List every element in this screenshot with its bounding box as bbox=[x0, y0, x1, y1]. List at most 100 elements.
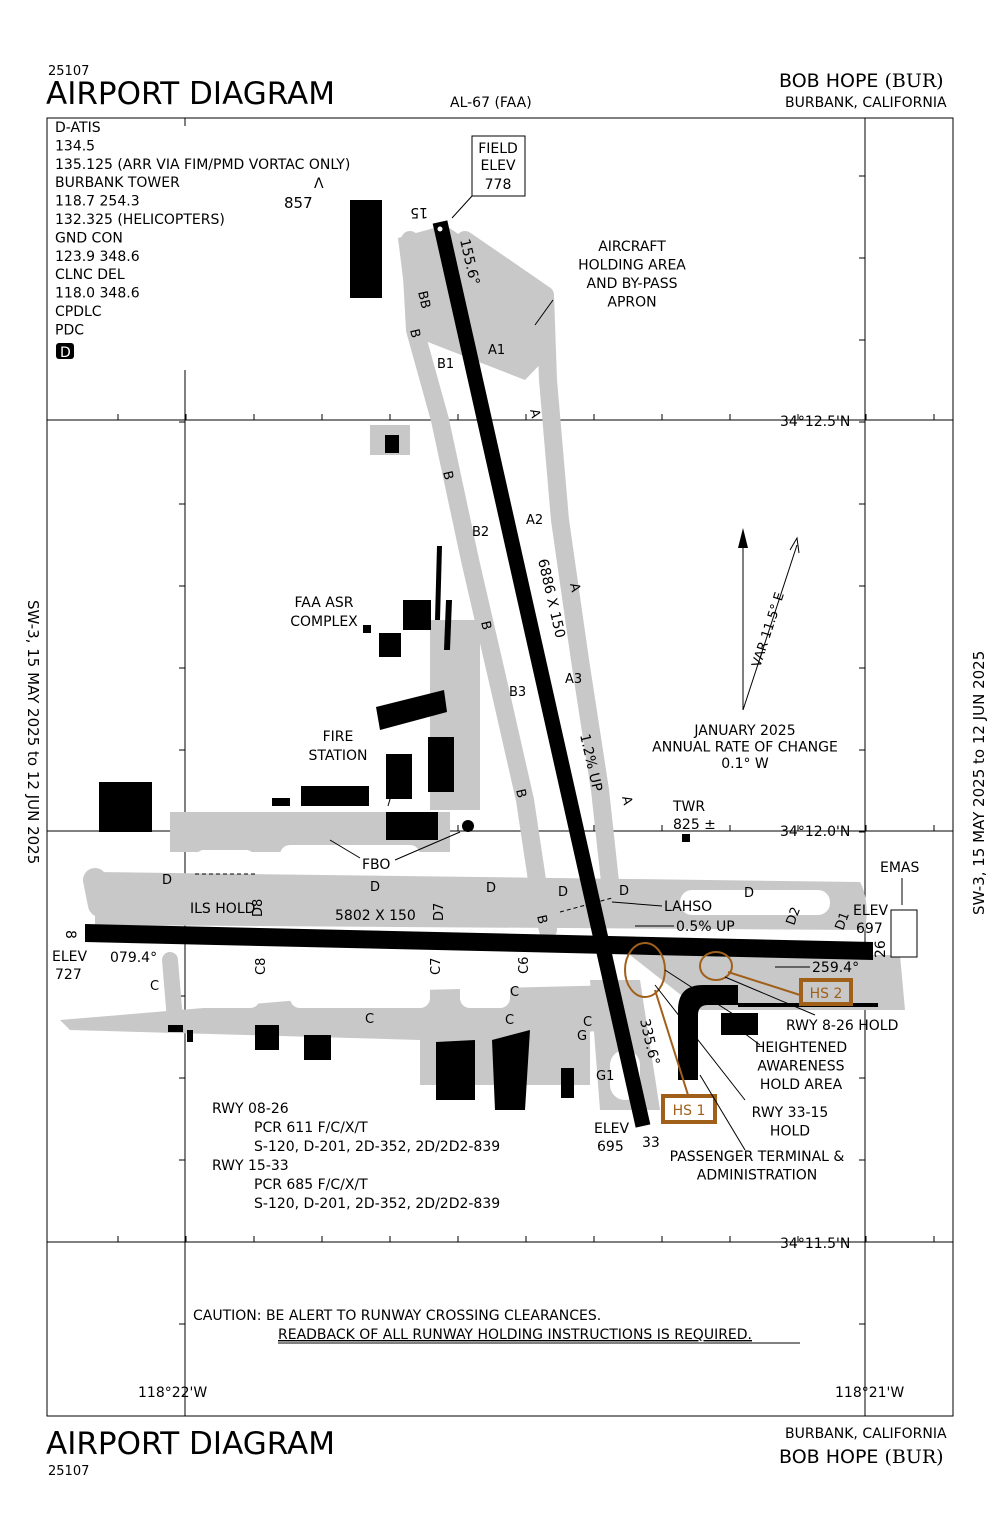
taxiway-label: D bbox=[619, 884, 629, 899]
hs2-box bbox=[799, 978, 853, 1006]
city-top: BURBANK, CALIFORNIA bbox=[785, 95, 947, 111]
caution-line-1: CAUTION: BE ALERT TO RUNWAY CROSSING CLE… bbox=[193, 1308, 601, 1324]
comms-line: PDC bbox=[55, 322, 84, 338]
hs2-label: HS 2 bbox=[810, 986, 843, 1002]
building bbox=[428, 737, 454, 792]
emas-box bbox=[890, 909, 918, 958]
heading-079: 079.4° bbox=[110, 950, 157, 966]
taxiway-label: D2 bbox=[784, 905, 804, 927]
airport-name-top: BOB HOPE (BUR) bbox=[779, 70, 944, 92]
lat-label: 34°11.5'N bbox=[780, 1236, 850, 1252]
obstacle-icon: Λ bbox=[314, 176, 324, 192]
taxiway-label: A bbox=[526, 408, 543, 420]
building bbox=[379, 633, 401, 657]
holding-area-label: APRON bbox=[607, 295, 656, 311]
taxiway-label: D7 bbox=[432, 903, 447, 921]
taxiway-label: G1 bbox=[596, 1069, 614, 1084]
pavement-line: PCR 685 F/C/X/T bbox=[254, 1177, 368, 1193]
taxiway-label: D bbox=[486, 881, 496, 896]
pavement-line: PCR 611 F/C/X/T bbox=[254, 1120, 368, 1136]
taxiway-label: B bbox=[533, 914, 550, 926]
taxiway-label: C bbox=[510, 985, 519, 1000]
fire-station-label: FIRE bbox=[323, 729, 354, 745]
taxiway-label: B1 bbox=[437, 357, 454, 372]
taxiway-label: C bbox=[583, 1015, 592, 1030]
hot-spots: HS 1 HS 2 bbox=[624, 942, 853, 1124]
ils-hold-label: ILS HOLD bbox=[190, 901, 255, 917]
pavement-line: RWY 08-26 bbox=[212, 1101, 289, 1117]
building bbox=[187, 1030, 193, 1042]
building bbox=[561, 1068, 574, 1098]
terminal-label: PASSENGER TERMINAL & bbox=[670, 1149, 845, 1165]
building bbox=[386, 812, 438, 840]
holding-area-label: AND BY-PASS bbox=[587, 276, 678, 292]
building bbox=[301, 786, 369, 806]
elev-label: ELEV bbox=[853, 903, 888, 919]
lon-label: 118°22'W bbox=[138, 1385, 207, 1401]
mag-var-note-line: ANNUAL RATE OF CHANGE bbox=[652, 740, 838, 756]
slope-8-26: 0.5% UP bbox=[676, 919, 735, 935]
field-elev-label: ELEV bbox=[480, 158, 515, 174]
elev-label: ELEV bbox=[594, 1121, 629, 1137]
mag-var-note-line: JANUARY 2025 bbox=[693, 723, 795, 739]
building bbox=[350, 200, 382, 298]
north-arrowhead bbox=[738, 528, 748, 548]
building bbox=[363, 625, 371, 633]
lon-label: 118°21'W bbox=[835, 1385, 904, 1401]
elev-33: 695 bbox=[597, 1139, 624, 1155]
runway-8-26-dims: 5802 X 150 bbox=[335, 908, 416, 924]
airport-name-bottom: BOB HOPE (BUR) bbox=[779, 1446, 944, 1468]
chart-id: AL-67 (FAA) bbox=[450, 95, 532, 111]
taxiway-label: G bbox=[577, 1029, 587, 1044]
runway-end-26: 26 bbox=[873, 940, 889, 958]
mag-var-note-line: 0.1° W bbox=[721, 756, 769, 772]
emas-label: EMAS bbox=[880, 860, 920, 876]
taxiway-label: B2 bbox=[472, 525, 489, 540]
elev-label: ELEV bbox=[52, 949, 87, 965]
fire-station-label: STATION bbox=[308, 748, 367, 764]
runway-end-33: 33 bbox=[642, 1135, 660, 1151]
taxiway-label: B bbox=[477, 620, 494, 632]
building bbox=[492, 1030, 530, 1110]
taxiway-label: B3 bbox=[509, 685, 526, 700]
chart-frame bbox=[46, 117, 954, 1417]
pavement-line: RWY 15-33 bbox=[212, 1158, 289, 1174]
building bbox=[403, 600, 431, 630]
comms-line: D-ATIS bbox=[55, 120, 101, 136]
elev-26: 697 bbox=[856, 921, 883, 937]
pavement-line: S-120, D-201, 2D-352, 2D/2D2-839 bbox=[254, 1196, 500, 1212]
comms-line: 123.9 348.6 bbox=[55, 249, 140, 265]
building bbox=[436, 1040, 475, 1100]
comms-line: 134.5 bbox=[55, 138, 95, 154]
taxiway-label: D1 bbox=[833, 910, 853, 932]
elev-8: 727 bbox=[55, 967, 82, 983]
taxiway-label: D8 bbox=[251, 899, 266, 917]
building bbox=[385, 435, 399, 453]
taxiway-label: B bbox=[512, 788, 529, 800]
obstacle-elev: 857 bbox=[284, 194, 313, 212]
taxiway-label: A bbox=[618, 795, 635, 807]
comms-line: 118.7 254.3 bbox=[55, 194, 140, 210]
pavement-line: S-120, D-201, 2D-352, 2D/2D2-839 bbox=[254, 1139, 500, 1155]
hs1-label: HS 1 bbox=[673, 1103, 706, 1119]
heightened-awareness-label: AWARENESS bbox=[757, 1059, 844, 1075]
comms-line: 132.325 (HELICOPTERS) bbox=[55, 212, 225, 228]
comms-line: CLNC DEL bbox=[55, 267, 125, 283]
taxiway-label: A bbox=[566, 582, 583, 594]
terminal-label: ADMINISTRATION bbox=[697, 1168, 817, 1184]
building bbox=[168, 1025, 183, 1032]
taxiway-label: D bbox=[162, 873, 172, 888]
title-bottom: AIRPORT DIAGRAM bbox=[46, 1426, 335, 1462]
taxiway-label: A3 bbox=[565, 672, 582, 687]
taxiway-label: A2 bbox=[526, 513, 543, 528]
rwy-33-15-hold-label: RWY 33-15 bbox=[752, 1105, 829, 1121]
fbo-label: FBO bbox=[362, 857, 390, 873]
taxiway-label: D bbox=[370, 880, 380, 895]
runway-8-26 bbox=[85, 924, 873, 960]
field-elev-label: FIELD bbox=[478, 141, 518, 157]
